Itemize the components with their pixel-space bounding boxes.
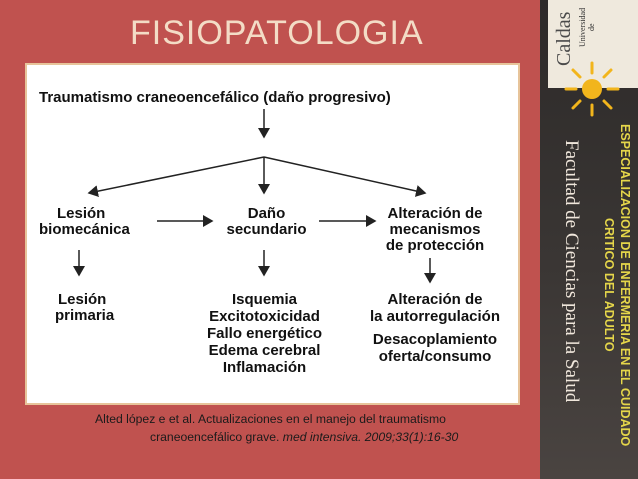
diagram-arrows (73, 109, 436, 284)
node-text-line: primaria (55, 307, 115, 324)
node-text-line: la autorregulación (369, 308, 501, 325)
node-dano-secundario: Daño secundario (219, 206, 314, 238)
node-text-line: Alteración de (387, 205, 483, 222)
citation-line-1: Alted lópez e et al. Actualizaciones en … (95, 412, 446, 426)
node-text-line: Daño (247, 205, 286, 222)
list-item: Fallo energético (206, 325, 323, 342)
citation-plain: craneoencefálico grave. (150, 430, 283, 444)
program-label-line-1: ESPECIALIZACION DE ENFERMERIA EN EL CUID… (618, 123, 632, 447)
diagram-figure: Traumatismo craneoencefálico (daño progr… (25, 63, 520, 405)
diagram-heading: Traumatismo craneoencefálico (daño progr… (39, 89, 391, 106)
node-text-line: Alteración de (387, 291, 483, 308)
sun-logo-icon (564, 61, 620, 117)
faculty-label: Facultad de Ciencias para la Salud (561, 140, 582, 403)
list-item: Inflamación (222, 359, 307, 376)
node-autorregulacion: Alteración de la autorregulación Desacop… (365, 291, 505, 365)
citation-line-2: craneoencefálico grave. med intensiva. 2… (95, 428, 525, 446)
node-text-line: oferta/consumo (378, 348, 492, 365)
node-text-line: mecanismos (389, 221, 481, 238)
node-text-line: Desacoplamiento (372, 331, 498, 348)
node-text-line: Lesión (58, 291, 107, 308)
list-item: Excitotoxicidad (209, 308, 320, 325)
list-item: Edema cerebral (208, 342, 321, 359)
logo-university-label: Universidad de (578, 7, 596, 48)
node-lesion-biomecanica: Lesión biomecánica (39, 206, 130, 238)
arrow-branch-right (263, 156, 427, 197)
node-text-line: secundario (226, 221, 307, 238)
program-label: ESPECIALIZACION DE ENFERMERIA EN EL CUID… (583, 110, 633, 460)
node-alteracion-mecanismos: Alteración de mecanismos de protección (380, 206, 490, 254)
citation-italic: med intensiva. 2009;33(1):16-30 (282, 430, 459, 444)
node-text-line: de protección (385, 237, 485, 254)
node-mechanisms-list: Isquemia Excitotoxicidad Fallo energétic… (197, 291, 332, 376)
node-text-line: biomecánica (39, 221, 130, 238)
program-label-line-2: CRITICO DEL ADULTO (602, 218, 616, 352)
node-lesion-primaria: Lesión primaria (55, 292, 114, 324)
logo-name: Caldas (553, 11, 575, 66)
slide-title: FISIOPATOLOGIA (130, 14, 424, 52)
arrow-branch-left (87, 156, 265, 198)
list-item: Isquemia (231, 291, 298, 308)
node-text-line: Lesión (57, 205, 106, 222)
citation: Alted lópez e et al. Actualizaciones en … (95, 410, 525, 446)
